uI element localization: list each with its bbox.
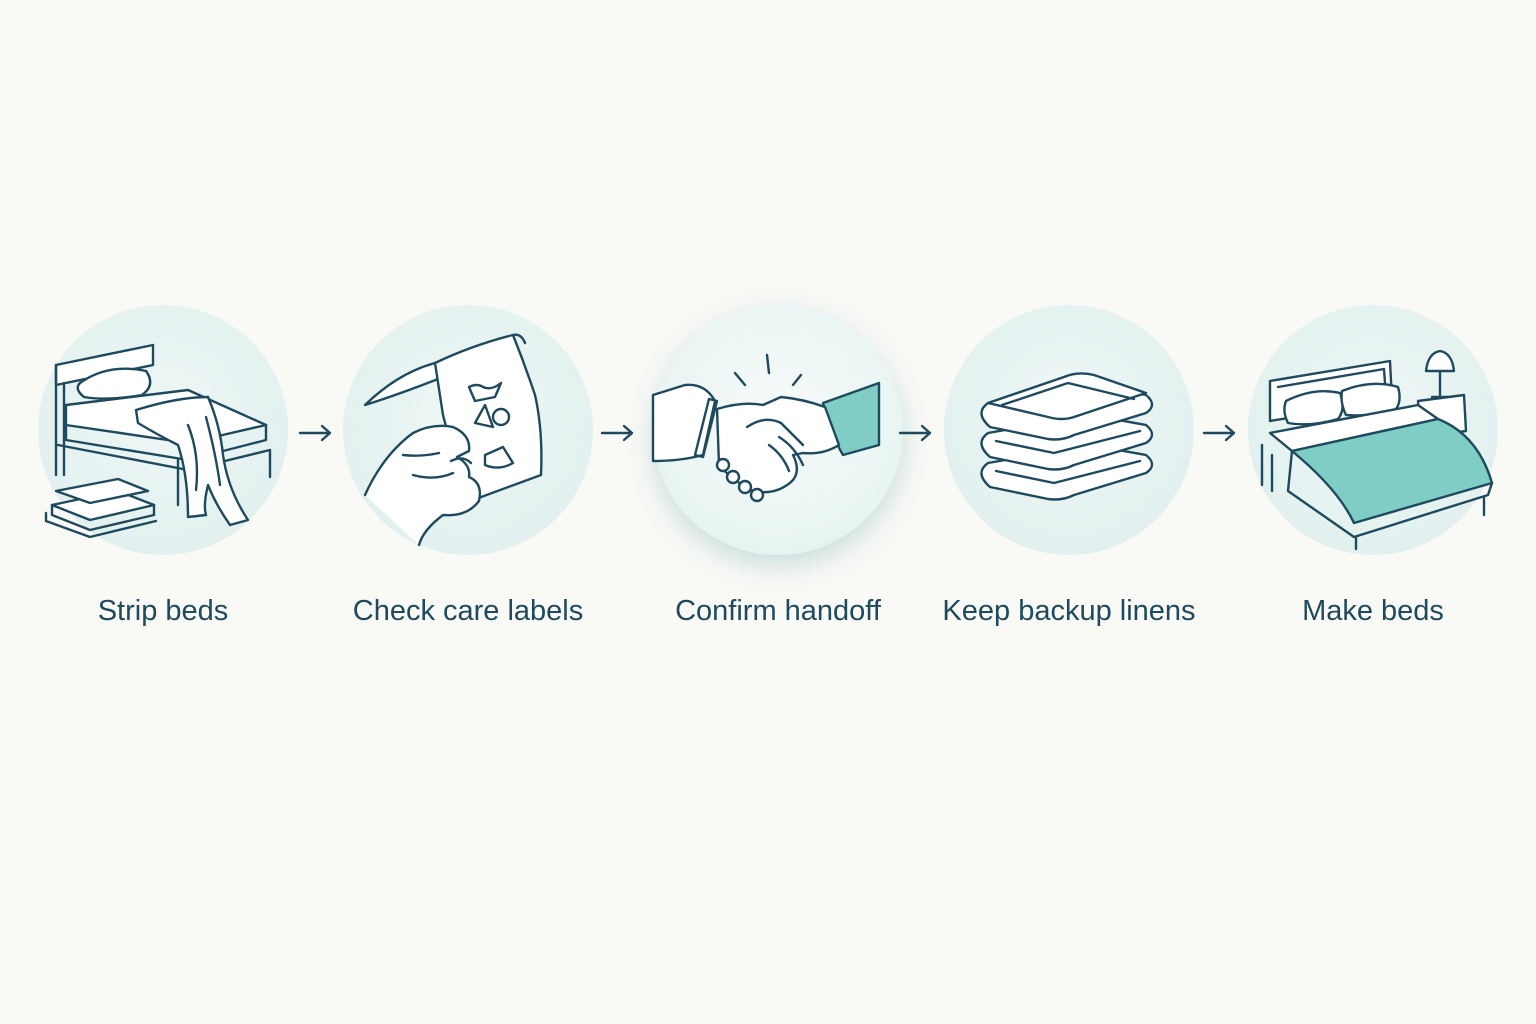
step-keep-backup-linens: Keep backup linens [942, 305, 1196, 635]
handshake-icon [651, 353, 881, 503]
folded-linens-icon [980, 372, 1154, 501]
arrow-right-icon [298, 424, 332, 442]
arrow-right-icon [600, 424, 634, 442]
step-label: Keep backup linens [942, 595, 1196, 627]
step-label: Check care labels [352, 595, 584, 627]
step-label: Make beds [1302, 595, 1444, 627]
step-label: Strip beds [97, 595, 229, 627]
step-circle [343, 305, 593, 555]
care-label-icon [363, 333, 543, 547]
step-circle [944, 305, 1194, 555]
step-circle [651, 305, 903, 555]
stripped-bed-icon [44, 343, 272, 539]
arrow-right-icon [1202, 424, 1236, 442]
step-circle [38, 305, 288, 555]
step-label: Confirm handoff [675, 595, 881, 627]
step-confirm-handoff: Confirm handoff [651, 305, 903, 635]
arrow-right-icon [898, 424, 932, 442]
step-check-care-labels: Check care labels [343, 305, 593, 635]
step-circle [1248, 305, 1498, 555]
step-make-beds: Make beds [1248, 305, 1498, 635]
made-bed-icon [1260, 349, 1494, 551]
step-strip-beds: Strip beds [38, 305, 288, 635]
